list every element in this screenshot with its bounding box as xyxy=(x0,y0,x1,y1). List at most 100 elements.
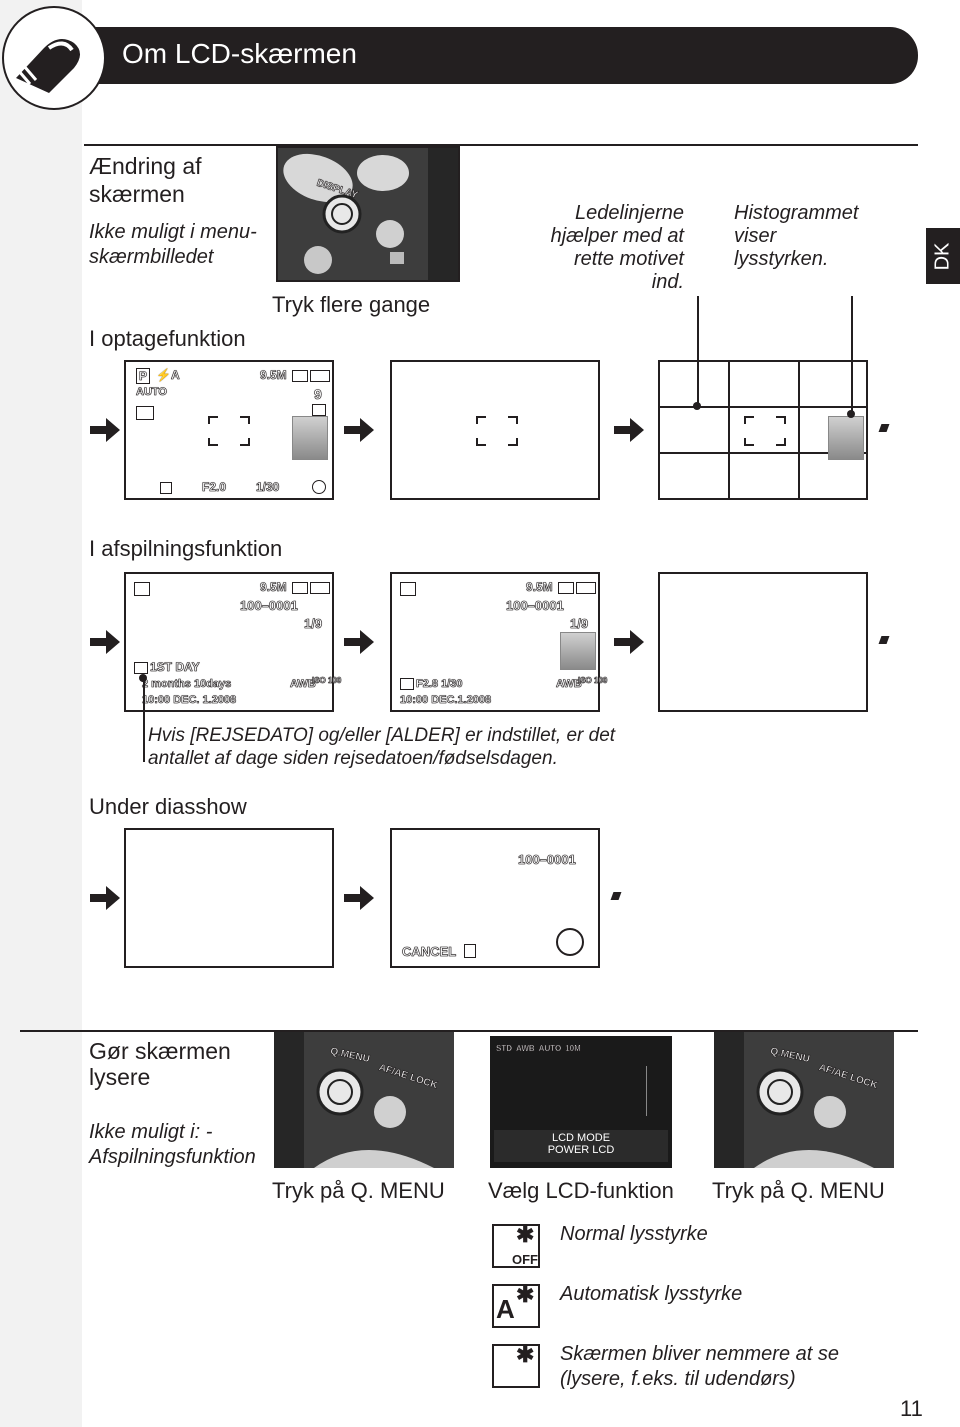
rec-screen-full-info: P ⚡A AUTO 9.5M 9 F2.0 1/30 xyxy=(124,360,334,500)
slideshow-screen-info: 100–0001 CANCEL xyxy=(390,828,600,968)
white-balance: AWB xyxy=(556,678,582,691)
camera-qmenu-photo-1: Q.MENU AF/AE LOCK xyxy=(274,1032,454,1168)
play-screen-full-info: 9.5M 100–0001 1/9 1ST DAY 2 months 10day… xyxy=(124,572,342,712)
play-note: Hvis [REJSEDATO] og/eller [ALDER] er ind… xyxy=(148,725,616,769)
section-note: Ikke muligt i menu-skærmbilledet xyxy=(89,221,257,268)
callout-guidelines: Ledelinjerne hjælper med at rette motive… xyxy=(550,202,684,293)
play-mode-label: I afspilningsfunktion xyxy=(89,536,283,561)
callout-line xyxy=(851,296,853,414)
picture-size: 9.5M xyxy=(526,580,553,595)
file-number: 100–0001 xyxy=(518,852,576,868)
aperture-value: F2.0 xyxy=(202,480,227,495)
mode-desc-power: Skærmen bliver nemmere at se (lysere, f.… xyxy=(560,1343,839,1390)
quality-icon xyxy=(292,582,308,594)
mode-p-icon: P xyxy=(136,368,151,384)
mode-desc-auto: Automatisk lysstyrke xyxy=(560,1283,743,1305)
memory-icon xyxy=(312,404,326,416)
rec-screen-no-info xyxy=(390,360,600,500)
section-divider xyxy=(84,144,918,146)
section-title: Ændring af skærmen xyxy=(89,153,202,207)
date-time: 10:00 DEC.1.2008 xyxy=(400,694,492,707)
arrow-right-icon xyxy=(344,630,374,654)
trash-icon xyxy=(464,944,476,958)
travel-day: 1ST DAY xyxy=(150,660,200,675)
picture-size: 9.5M xyxy=(260,368,287,383)
date-time: 10:00 DEC. 1.2008 xyxy=(142,694,237,707)
page-title: Om LCD-skærmen xyxy=(122,38,357,69)
af-frame xyxy=(744,416,786,446)
quality-icon xyxy=(558,582,574,594)
lcd-mode-menu[interactable]: LCD MODE POWER LCD xyxy=(494,1130,668,1162)
header-hand-icon xyxy=(2,6,106,110)
file-number: 100–0001 xyxy=(240,598,298,614)
camera-icon xyxy=(400,678,414,690)
auto-label: A xyxy=(496,1294,515,1324)
histogram xyxy=(560,632,596,670)
photo-caption: Tryk på Q. MENU xyxy=(712,1178,885,1203)
af-frame xyxy=(208,416,250,446)
remaining-pictures: 9 xyxy=(314,386,322,403)
play-icon xyxy=(400,582,416,596)
arrow-right-icon xyxy=(344,886,374,910)
callout-line xyxy=(697,296,699,406)
age-text: 2 months 10days xyxy=(142,678,232,691)
cancel-label: CANCEL xyxy=(402,944,457,960)
iso-value: ISO 100 xyxy=(578,676,608,686)
exposure-icon xyxy=(160,482,172,494)
menu-item-power-lcd: POWER LCD xyxy=(547,1144,615,1156)
rec-mode-label: I optagefunktion xyxy=(89,326,246,351)
lcd-auto-icon: A ✱ xyxy=(492,1282,540,1328)
histogram xyxy=(828,416,864,460)
loop-marker xyxy=(878,636,890,644)
section-title: Gør skærmen lysere xyxy=(89,1038,231,1090)
slideshow-label: Under diasshow xyxy=(89,794,247,819)
arrow-right-icon xyxy=(90,886,120,910)
language-tab: DK xyxy=(926,228,960,284)
slideshow-screen-blank xyxy=(124,828,334,968)
section-note: Ikke muligt i: -Afspilningsfunktion xyxy=(89,1121,256,1168)
camera-qmenu-photo-2: Q.MENU AF/AE LOCK xyxy=(714,1032,894,1168)
photo-caption: Tryk flere gange xyxy=(272,292,431,317)
flash-icon: ⚡A xyxy=(156,368,180,383)
loop-marker xyxy=(610,892,622,900)
page-number: 11 xyxy=(900,1396,923,1421)
histogram xyxy=(292,416,328,460)
arrow-right-icon xyxy=(344,418,374,442)
section-divider xyxy=(20,1030,918,1032)
callout-line xyxy=(143,678,145,762)
lcd-menu-screenshot: STD AWB AUTO 10M LCD MODE POWER LCD xyxy=(490,1036,672,1168)
stabilizer-icon: AUTO xyxy=(136,386,168,399)
mode-desc-normal: Normal lysstyrke xyxy=(560,1223,708,1245)
callout-histogram: Histogrammet viser lysstyrken. xyxy=(734,202,859,270)
play-icon xyxy=(134,582,150,596)
off-label: OFF xyxy=(512,1252,538,1267)
picture-count: 1/9 xyxy=(304,616,323,632)
sidebar-band xyxy=(0,0,82,1427)
rec-screen-guidelines xyxy=(658,360,868,500)
header-bar xyxy=(20,27,918,84)
menu-item-lcd-mode: LCD MODE xyxy=(551,1132,611,1144)
photo-caption: Vælg LCD-funktion xyxy=(488,1178,674,1203)
picture-size: 9.5M xyxy=(260,580,287,595)
menu-top-icons: STD AWB AUTO 10M xyxy=(496,1044,581,1054)
file-number: 100–0001 xyxy=(506,598,564,614)
pause-icon xyxy=(556,928,584,956)
af-frame xyxy=(476,416,518,446)
photo-caption: Tryk på Q. MENU xyxy=(272,1178,445,1203)
loop-marker xyxy=(878,424,890,432)
shutter-value: 1/30 xyxy=(256,480,280,495)
arrow-right-icon xyxy=(614,418,644,442)
arrow-right-icon xyxy=(90,630,120,654)
play-screen-detail: 9.5M 100–0001 1/9 F2.8 1/30 10:00 DEC.1.… xyxy=(390,572,608,712)
quality-icon xyxy=(292,370,308,382)
battery-icon xyxy=(576,582,596,594)
travel-icon xyxy=(134,662,148,674)
arrow-right-icon xyxy=(90,418,120,442)
exposure-info: F2.8 1/30 xyxy=(416,678,463,691)
camera-display-button-photo: DISPLAY xyxy=(276,146,460,282)
lcd-off-icon: ✱ OFF xyxy=(492,1222,540,1268)
lcd-power-icon: ✱ xyxy=(492,1342,540,1388)
mode-dial-icon xyxy=(312,480,326,494)
battery-icon xyxy=(310,370,330,382)
picture-count: 1/9 xyxy=(570,616,589,632)
